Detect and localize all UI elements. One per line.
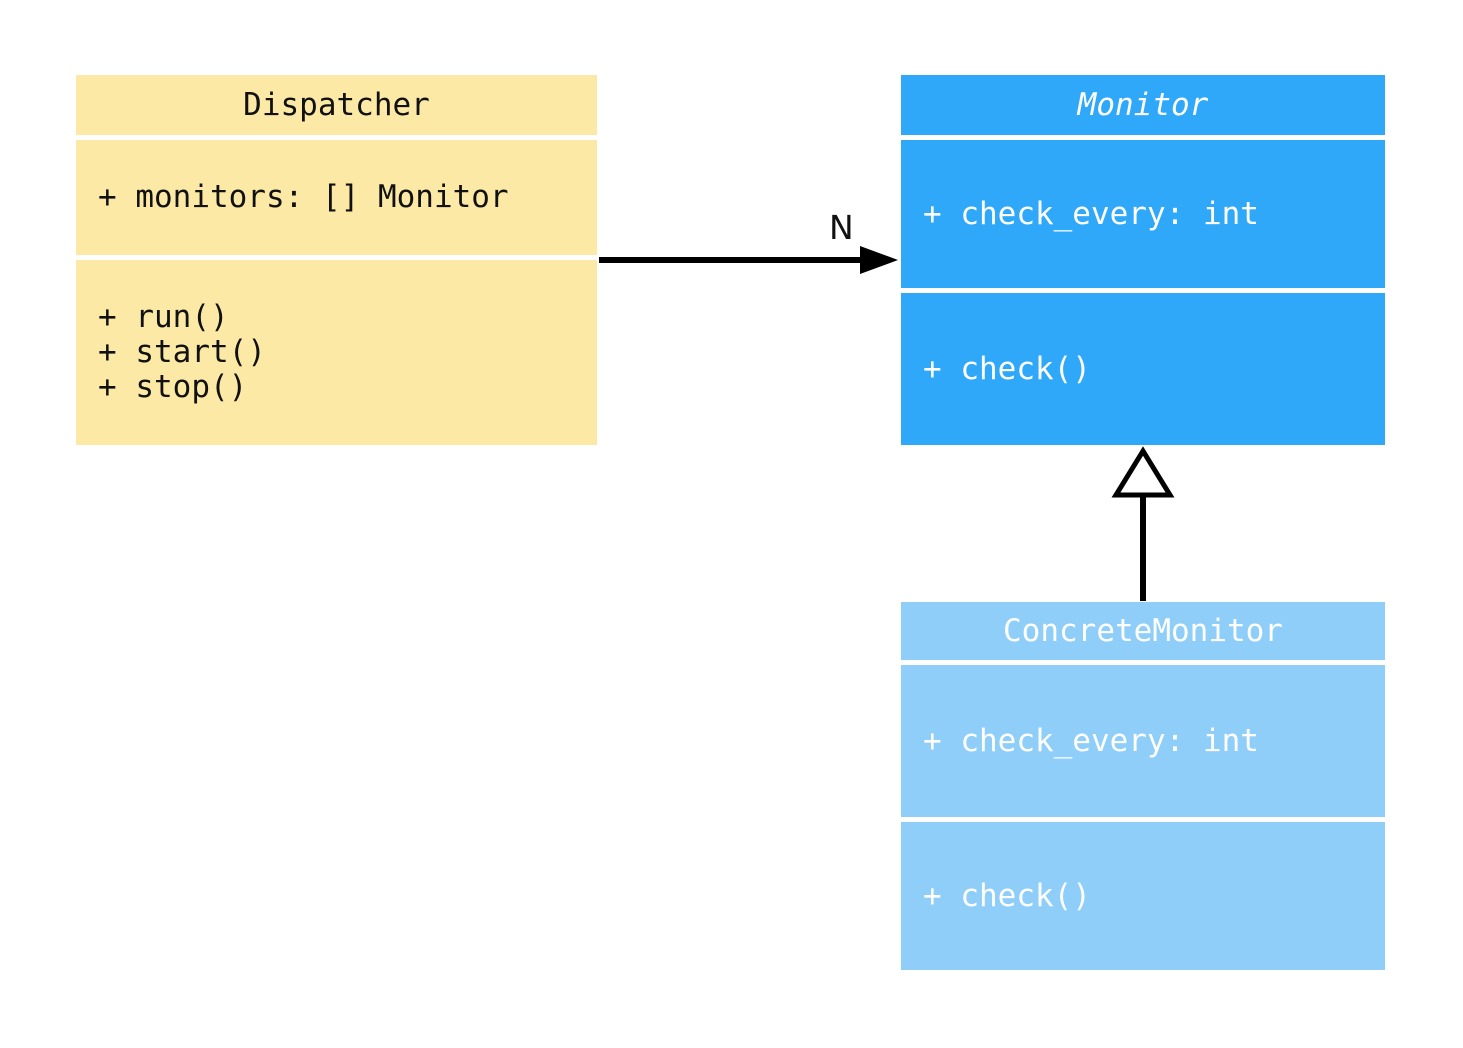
methods-section-dispatcher: + run() + start() + stop() [76, 260, 597, 445]
class-title-monitor: Monitor [901, 75, 1385, 135]
attributes-section-concrete-monitor: + check_every: int [901, 665, 1385, 817]
class-box-monitor: Monitor + check_every: int + check() [901, 75, 1385, 445]
association-multiplicity-label: N [829, 208, 854, 247]
attribute-monitors: + monitors: [] Monitor [98, 179, 509, 215]
class-title-concrete-monitor: ConcreteMonitor [901, 602, 1385, 660]
method-stop: + stop() [98, 369, 248, 405]
class-box-dispatcher: Dispatcher + monitors: [] Monitor + run(… [76, 75, 597, 445]
attribute-check-every: + check_every: int [923, 195, 1259, 232]
attributes-section-monitor: + check_every: int [901, 140, 1385, 288]
method-run: + run() [98, 299, 229, 335]
class-title-dispatcher: Dispatcher [76, 75, 597, 135]
attribute-check-every: + check_every: int [923, 722, 1259, 759]
association-arrow [599, 246, 898, 274]
attributes-section-dispatcher: + monitors: [] Monitor [76, 140, 597, 255]
method-check: + check() [923, 350, 1091, 387]
methods-section-concrete-monitor: + check() [901, 822, 1385, 970]
class-box-concrete-monitor: ConcreteMonitor + check_every: int + che… [901, 602, 1385, 970]
method-check: + check() [923, 877, 1091, 914]
methods-section-monitor: + check() [901, 293, 1385, 445]
inheritance-arrow [1111, 446, 1175, 601]
method-start: + start() [98, 334, 266, 370]
